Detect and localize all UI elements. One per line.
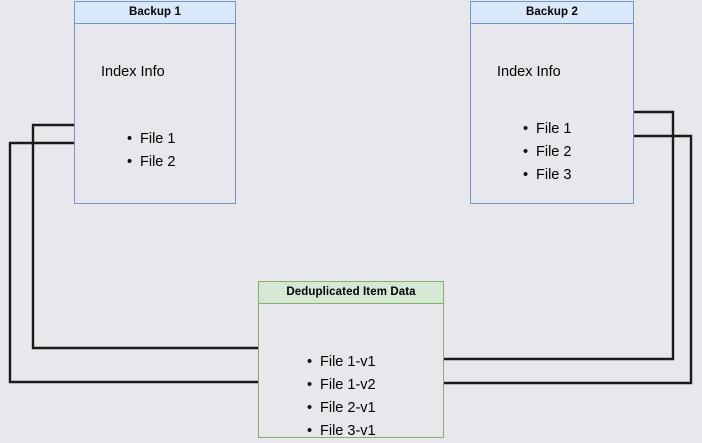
backup1-body: Index Info File 1 File 2 — [75, 24, 235, 203]
list-item[interactable]: File 3 — [521, 164, 571, 187]
list-item[interactable]: File 2 — [125, 151, 175, 174]
dedup-item-list: File 1-v1 File 1-v2 File 2-v1 File 3-v1 — [305, 351, 376, 443]
list-item[interactable]: File 1 — [125, 128, 175, 151]
backup1-file-list: File 1 File 2 — [125, 128, 175, 174]
backup1-title: Backup 1 — [75, 2, 235, 24]
list-item[interactable]: File 1 — [521, 118, 571, 141]
backup2-title: Backup 2 — [471, 2, 633, 24]
backup1-box[interactable]: Backup 1 Index Info File 1 File 2 — [74, 1, 236, 204]
list-item[interactable]: File 1-v1 — [305, 351, 376, 374]
deduplicated-item-data-box[interactable]: Deduplicated Item Data File 1-v1 File 1-… — [258, 281, 444, 443]
list-item[interactable]: File 1-v2 — [305, 374, 376, 397]
dedup-body: File 1-v1 File 1-v2 File 2-v1 File 3-v1 — [259, 304, 443, 443]
backup2-box[interactable]: Backup 2 Index Info File 1 File 2 File 3 — [470, 1, 634, 204]
backup2-file-list: File 1 File 2 File 3 — [521, 118, 571, 187]
backup2-body: Index Info File 1 File 2 File 3 — [471, 24, 633, 203]
list-item[interactable]: File 2-v1 — [305, 397, 376, 420]
dedup-title: Deduplicated Item Data — [259, 282, 443, 304]
backup1-index-info-label: Index Info — [101, 64, 165, 80]
list-item[interactable]: File 2 — [521, 141, 571, 164]
list-item[interactable]: File 3-v1 — [305, 420, 376, 443]
backup2-index-info-label: Index Info — [497, 64, 561, 80]
